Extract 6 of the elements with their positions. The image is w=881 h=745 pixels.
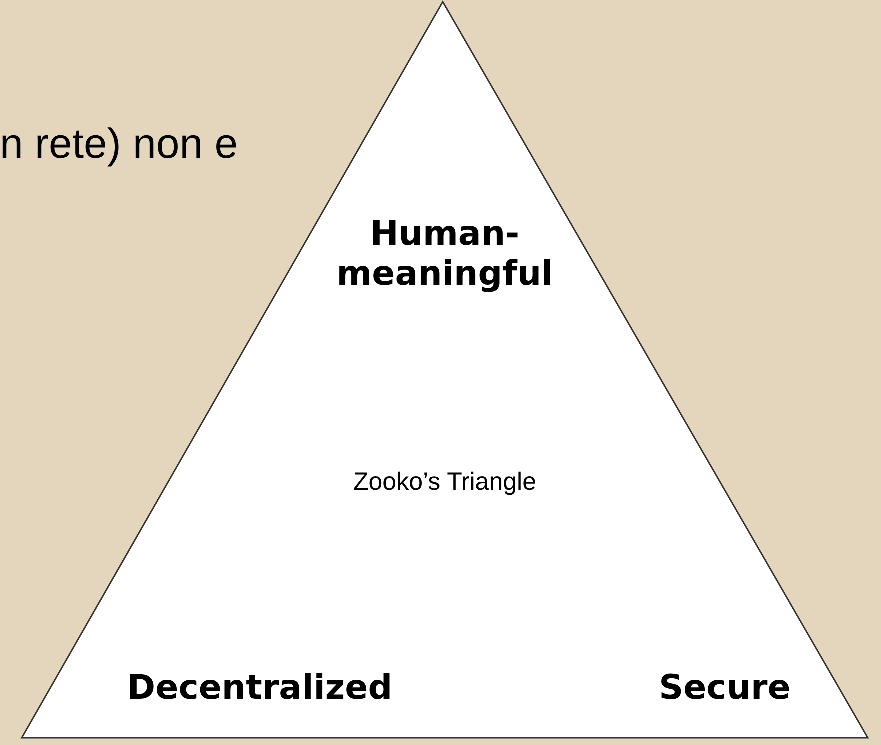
node-label: Zooko’s Triangle xyxy=(352,467,538,498)
corner-label: Decentralized xyxy=(126,668,394,708)
corner-label: Secure xyxy=(658,668,792,708)
cut-off-text: n rete) non e xyxy=(0,119,240,169)
corner-label: Human-meaningful xyxy=(336,214,554,294)
triangle-shape xyxy=(20,0,870,740)
